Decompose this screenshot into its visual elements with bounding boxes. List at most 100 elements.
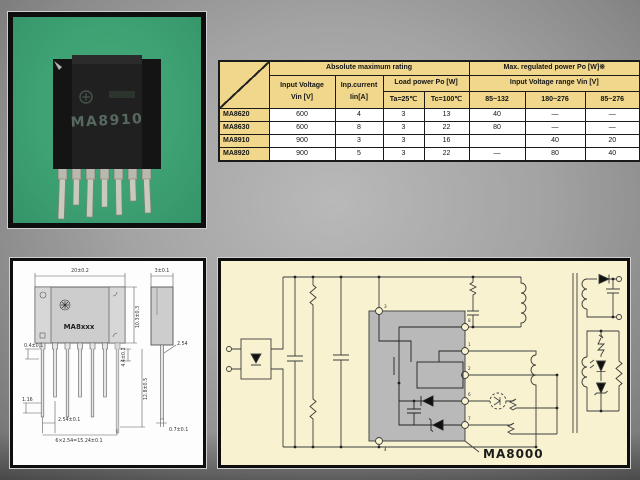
dim-top-width: 20±0.2 — [71, 268, 89, 274]
cell-range3: — — [584, 108, 640, 122]
input-terminal — [226, 366, 232, 372]
drawing-leads — [39, 342, 121, 434]
dim-line — [150, 273, 174, 287]
component-lead — [57, 166, 68, 220]
dim-leader — [163, 344, 177, 354]
header-load-power: Load power Po [W] — [382, 75, 470, 92]
cell-range1: — — [468, 147, 526, 162]
header-max-reg: Max. regulated power Po [W]※ — [468, 60, 640, 76]
dim-side-thickness: 3±0.1 — [155, 268, 170, 274]
header-inp-current: Inp.current Iin[A] — [334, 75, 384, 109]
cell-ta25: 3 — [382, 121, 425, 135]
cell-range1: 40 — [468, 108, 526, 122]
cell-range3: 40 — [584, 147, 640, 162]
dim-total-pitch: 6×2.54=15.24±0.1 — [55, 438, 102, 444]
aux-winding — [530, 354, 537, 447]
maker-logo — [79, 90, 93, 104]
cell-range1: 80 — [468, 121, 526, 135]
fb-resistor — [468, 422, 557, 435]
dim-line — [25, 348, 39, 360]
dim-shoulder: 4.4±0.2 — [121, 347, 127, 366]
cell-ta25: 3 — [382, 108, 425, 122]
dim-lead-width: 0.7±0.1 — [169, 427, 188, 433]
header-tc100: Tc=100℃ — [423, 91, 470, 109]
cell-vin: 900 — [268, 147, 336, 162]
part-name: MA8910 — [218, 134, 270, 148]
svg-text:8: 8 — [468, 318, 471, 323]
schematic-ic-label: MA8000 — [483, 447, 544, 461]
table-row: MA8920 900 5 3 22 — 80 40 — [218, 147, 640, 162]
dim-line — [42, 401, 56, 433]
junction-dots — [293, 275, 615, 449]
component-lead — [71, 166, 82, 206]
secondary-winding-2 — [581, 356, 588, 388]
bridge-rectifier — [240, 338, 272, 380]
feedback-resistor — [615, 331, 623, 411]
header-input-range: Input Voltage range Vin [V] — [468, 75, 640, 92]
bridge-diode — [250, 353, 262, 366]
svg-text:2: 2 — [468, 366, 471, 371]
cell-range3: — — [584, 121, 640, 135]
dim-stagger: 1.16 — [22, 397, 33, 403]
front-right-tab — [108, 286, 126, 344]
cell-range2: 80 — [524, 147, 586, 162]
primary-winding — [520, 277, 527, 327]
cell-tc100: 22 — [423, 121, 470, 135]
output-diode — [598, 273, 617, 285]
svg-text:6: 6 — [468, 392, 471, 397]
side-view-body — [150, 286, 174, 346]
header-range-1: 85~132 — [468, 91, 526, 109]
pin-numbers: 3 4 8 1 2 6 7 — [384, 304, 471, 452]
drawing-marking: MA8xxx — [64, 323, 95, 331]
part-name: MA8920 — [218, 147, 270, 162]
component-lead — [113, 166, 124, 216]
cell-range3: 20 — [584, 134, 640, 148]
component-photo-panel: MA8910 — [8, 12, 206, 228]
tab-split-line — [50, 287, 110, 343]
corner-notch — [112, 332, 118, 338]
startup-resistor — [309, 277, 317, 447]
mosfet — [378, 314, 462, 383]
feedback-frame — [586, 330, 619, 412]
cell-range2: — — [524, 121, 586, 135]
dim-line — [120, 349, 145, 428]
dim-side-offset: 2.54 — [177, 341, 188, 347]
output-terminal — [616, 314, 622, 320]
snubber — [467, 277, 479, 327]
ic-pin — [461, 347, 469, 355]
glare-highlight — [54, 61, 62, 70]
front-left-tab — [34, 286, 52, 344]
cell-tc100: 16 — [423, 134, 470, 148]
part-marking-text: MA8910 — [70, 111, 143, 131]
cell-vin: 900 — [268, 134, 336, 148]
dim-lead-thickness: 0.4±0.1 — [24, 343, 43, 349]
component-photo: MA8910 — [53, 55, 161, 220]
ic-pin — [461, 323, 469, 331]
component-lead — [99, 166, 110, 208]
dim-lead-length: 12.8±0.5 — [143, 378, 149, 400]
header-ta25: Ta=25℃ — [382, 91, 425, 109]
cell-range1 — [468, 134, 526, 148]
package-drawing: 20±0.2 3±0.1 10.3±0.3 4.4±0.2 12.8±0.5 2… — [22, 268, 188, 444]
cell-vin: 600 — [268, 108, 336, 122]
header-range-3: 85~276 — [584, 91, 640, 109]
ic-pin — [461, 421, 469, 429]
svg-text:1: 1 — [468, 342, 471, 347]
internal-zener — [398, 383, 462, 432]
dim-line — [34, 273, 126, 287]
header-inp-current-unit: Iin[A] — [350, 94, 368, 101]
dim-line — [120, 348, 131, 362]
filter-capacitor — [333, 277, 349, 447]
dim-line — [156, 419, 167, 427]
cell-vin: 600 — [268, 121, 336, 135]
output-terminal — [616, 276, 622, 282]
component-leads — [57, 166, 152, 220]
side-lead — [160, 344, 164, 420]
cell-range2: — — [524, 108, 586, 122]
table-row: MA8910 900 3 3 16 40 20 — [218, 134, 640, 148]
header-input-voltage: Input Voltage Vin [V] — [268, 75, 336, 109]
maker-logo-mark — [82, 93, 90, 101]
spec-table: Absolute maximum rating Max. regulated p… — [218, 60, 640, 162]
application-schematic: 3 4 8 1 2 6 7 MA8000 — [226, 273, 623, 461]
svg-text:7: 7 — [468, 416, 471, 421]
